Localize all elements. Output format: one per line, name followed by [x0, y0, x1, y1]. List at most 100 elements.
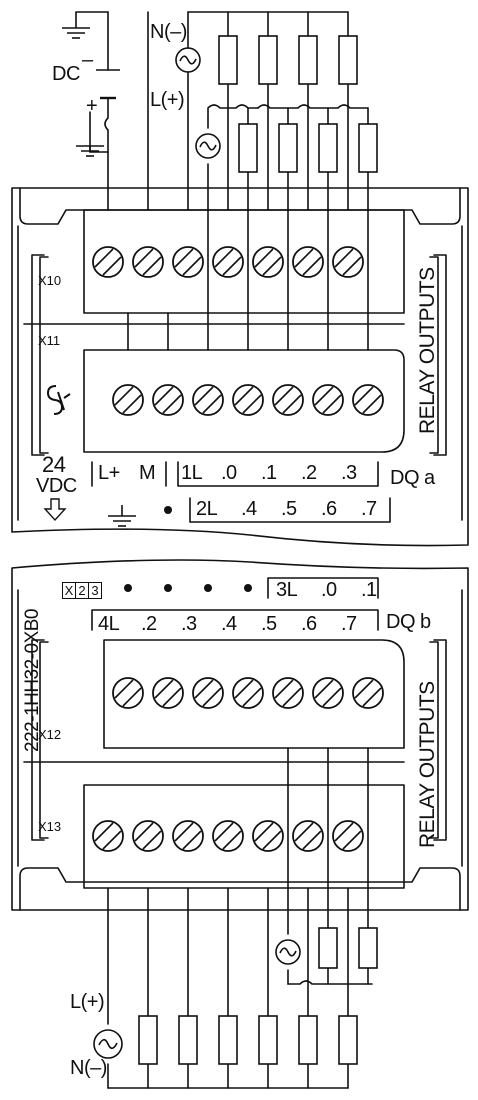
dc-label: DC [52, 63, 80, 85]
screw-terminal-icon [232, 677, 264, 709]
ground-icon [62, 12, 90, 39]
screw-terminal-icon [272, 677, 304, 709]
term-label-1l: 1L [181, 462, 203, 484]
line-label: L(+) [150, 89, 185, 111]
load-resistor-icon [258, 1015, 278, 1065]
relay-outputs-bottom-label: RELAY OUTPUTS [416, 681, 439, 848]
screw-terminal-icon [352, 384, 384, 416]
bottom-line-label: L(+) [70, 991, 105, 1013]
term-label-m: M [139, 462, 156, 484]
load-resistor-icon [358, 123, 378, 173]
term-label-b5: .5 [261, 613, 277, 635]
top-module-inner-outline [19, 187, 461, 225]
term-label-b1: .1 [361, 579, 377, 601]
screw-terminal-icon [112, 384, 144, 416]
term-label-b0: .0 [321, 579, 337, 601]
terminal-block-x12 [103, 639, 405, 749]
screw-terminal-icon [212, 246, 244, 278]
term-label-b6: .6 [301, 613, 317, 635]
revision-box-2: 2 [75, 582, 89, 599]
ac-source-icon [275, 939, 301, 965]
term-label-a3: .3 [341, 462, 357, 484]
term-label-a5: .5 [281, 498, 297, 520]
terminal-block-x10 [83, 209, 405, 314]
screw-terminal-icon [332, 820, 364, 852]
screw-terminal-icon [152, 384, 184, 416]
term-label-b4: .4 [221, 613, 237, 635]
term-label-lplus: L+ [98, 462, 120, 484]
status-dot [164, 506, 172, 514]
screw-terminal-icon [312, 384, 344, 416]
term-label-b2: .2 [141, 613, 157, 635]
top-module-outline [11, 187, 469, 547]
ac-source-icon [175, 47, 201, 73]
term-label-2l: 2L [196, 498, 218, 520]
group-label-dqa: DQ a [390, 467, 435, 489]
term-label-b3: .3 [181, 613, 197, 635]
voltage-label-24: 24 [42, 452, 66, 477]
ac-source-icon [93, 1029, 123, 1059]
load-resistor-icon [238, 123, 258, 173]
load-resistor-icon [218, 35, 238, 85]
screw-terminal-icon [212, 820, 244, 852]
connector-x10-label: X10 [38, 273, 62, 288]
dc-minus-label: – [82, 49, 93, 71]
ground-icon [76, 145, 104, 157]
screw-terminal-icon [292, 246, 324, 278]
neutral-label: N(–) [150, 21, 187, 43]
screw-terminal-icon [172, 246, 204, 278]
screw-terminal-icon [232, 384, 264, 416]
bottom-module-outline [11, 559, 469, 911]
connector-x11-label: X11 [38, 333, 61, 348]
ground-icon [108, 505, 136, 527]
screw-terminal-icon [112, 677, 144, 709]
screw-terminal-icon [292, 820, 324, 852]
screw-terminal-icon [352, 677, 384, 709]
ac-source-icon [195, 133, 221, 159]
voltage-label-vdc: VDC [36, 475, 77, 497]
connector-x13-label: X13 [38, 819, 62, 834]
load-resistor-icon [218, 1015, 238, 1065]
load-resistor-icon [358, 927, 378, 969]
status-dot [204, 584, 212, 592]
status-dot [164, 584, 172, 592]
screw-terminal-icon [132, 820, 164, 852]
ul-mark-icon [46, 385, 71, 415]
term-label-a7: .7 [361, 498, 377, 520]
screw-terminal-icon [192, 384, 224, 416]
load-resistor-icon [278, 123, 298, 173]
group-label-dqb: DQ b [386, 611, 431, 633]
load-resistor-icon [138, 1015, 158, 1065]
screw-terminal-icon [132, 246, 164, 278]
term-label-3l: 3L [276, 579, 298, 601]
revision-box-3: 3 [88, 582, 102, 599]
screw-terminal-icon [92, 820, 124, 852]
load-resistor-icon [318, 927, 338, 969]
connector-x12-label: X12 [38, 727, 62, 742]
load-resistor-icon [338, 1015, 358, 1065]
load-resistor-icon [298, 1015, 318, 1065]
screw-terminal-icon [92, 246, 124, 278]
terminal-block-x13 [83, 784, 405, 889]
terminal-block-x11 [83, 349, 405, 453]
load-resistor-icon [258, 35, 278, 85]
term-label-a2: .2 [301, 462, 317, 484]
term-label-a6: .6 [321, 498, 337, 520]
load-resistor-icon [178, 1015, 198, 1065]
screw-terminal-icon [252, 820, 284, 852]
screw-terminal-icon [272, 384, 304, 416]
screw-terminal-icon [172, 820, 204, 852]
screw-terminal-icon [332, 246, 364, 278]
term-label-a4: .4 [241, 498, 257, 520]
screw-terminal-icon [152, 677, 184, 709]
revision-box-x: X [62, 582, 76, 599]
download-arrow-icon [43, 498, 67, 522]
term-label-a0: .0 [221, 462, 237, 484]
load-resistor-icon [338, 35, 358, 85]
screw-terminal-icon [192, 677, 224, 709]
term-label-a1: .1 [261, 462, 277, 484]
load-resistor-icon [298, 35, 318, 85]
dc-battery-icon [96, 69, 120, 100]
term-label-b7: .7 [341, 613, 357, 635]
